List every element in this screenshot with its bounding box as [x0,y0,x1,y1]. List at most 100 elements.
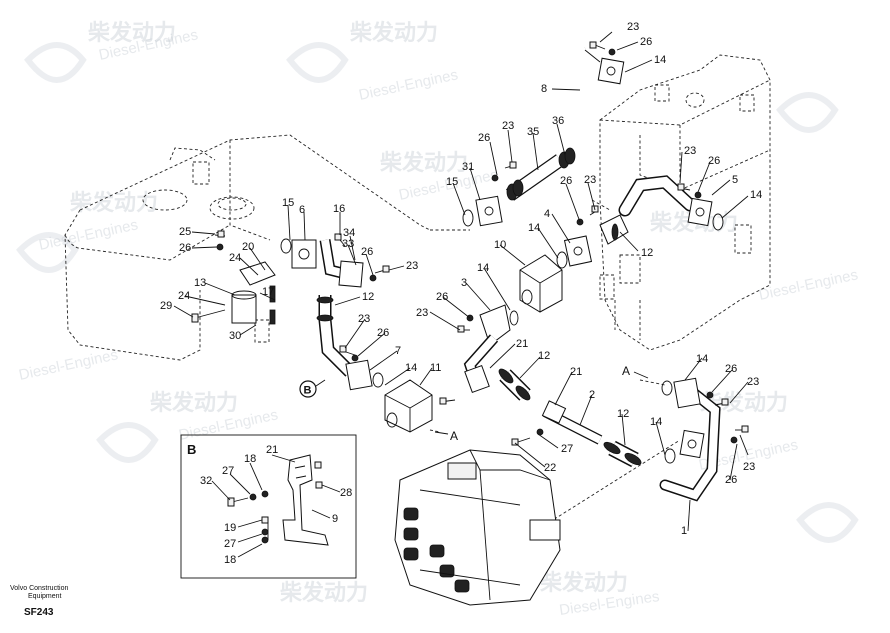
callout: 21 [266,444,278,456]
callout: 26 [560,175,572,187]
callout: 26 [179,242,191,254]
callout-numbers: 23 26 14 8 26 23 35 36 31 15 23 26 5 14 … [160,21,762,566]
watermark-sub: Diesel-Engines [757,266,859,304]
marker-b-label: B [304,385,312,397]
callout: 25 [179,226,191,238]
callout: 26 [377,327,389,339]
callout: 27 [561,443,573,455]
callout: 27 [222,465,234,477]
watermark-sub: Diesel-Engines [37,216,139,254]
callout: 31 [462,161,474,173]
callout: 15 [282,197,294,209]
watermark-brand: 柴发动力 [349,20,438,45]
callout: 23 [358,313,370,325]
callout: 26 [640,36,652,48]
callout: 23 [502,120,514,132]
callout: 20 [242,241,254,253]
hose-12-right [603,440,642,468]
watermark-logo-icon [16,42,859,543]
callout: 17 [262,286,274,298]
fitting-4 [556,235,593,269]
flange-6 [280,238,317,269]
inset-b: B [180,434,357,579]
filter-13 [231,261,276,325]
watermark-brand: 柴发动力 [87,20,176,45]
callout: 21 [570,366,582,378]
callout: 26 [725,474,737,486]
pipe-2 [541,400,603,445]
callout: 8 [541,83,547,95]
callout: 23 [743,461,755,473]
callout: 23 [627,21,639,33]
watermark-brand: 柴发动力 [279,580,368,605]
control-valve [394,449,561,606]
callout: 5 [732,174,738,186]
spool-caps [403,507,470,593]
hose-35 [505,147,576,201]
callout: 1 [681,525,687,537]
callout: 23 [416,307,428,319]
coupling-12a [599,214,629,245]
callout: 22 [544,462,556,474]
callout: 23 [684,145,696,157]
callout: 24 [229,252,241,264]
callout: 14 [750,189,762,201]
watermark-sub: Diesel-Engines [17,346,119,384]
callout: 12 [362,291,374,303]
watermark-sub: Diesel-Engines [357,66,459,104]
marker-a-right: A [622,364,630,378]
marker-b-circle [299,380,317,398]
hose-21-mid [498,368,531,401]
callout: 32 [200,475,212,487]
block-10 [519,254,563,313]
pipe-3 [463,304,519,394]
callout: 27 [224,538,236,550]
callout: 34 [343,227,355,239]
diagram-code: SF243 [24,607,54,618]
watermark-brand: 柴发动力 [379,150,468,175]
callout: 26 [478,132,490,144]
watermark-brand: 柴发动力 [539,570,628,595]
inset-label: B [187,442,196,457]
callout: 30 [229,330,241,342]
callout: 14 [528,222,540,234]
callout: 2 [589,389,595,401]
callout: 4 [544,208,550,220]
callout: 26 [708,155,720,167]
callout: 12 [617,408,629,420]
leader-dashes [429,199,681,526]
callout: 11 [430,362,441,374]
pipe-8 [563,47,625,167]
callout: 23 [406,260,418,272]
callout: 26 [436,291,448,303]
callout: 13 [194,277,206,289]
callout: 24 [178,290,190,302]
callout: 18 [224,554,236,566]
callout: 33 [342,238,354,250]
callout: 18 [244,453,256,465]
elbow-34 [319,239,364,288]
callout: 10 [494,239,506,251]
callout: 12 [641,247,653,259]
leader-lines [173,31,749,532]
block-11 [384,379,433,433]
callout: 19 [224,522,236,534]
callout: 16 [333,203,345,215]
callout: 14 [405,362,417,374]
callout: 6 [299,204,305,216]
callout: 26 [725,363,737,375]
watermark-brand: 柴发动力 [149,390,238,415]
watermark-brand: 柴发动力 [69,190,158,215]
callout: 7 [395,345,401,357]
callout: 26 [361,246,373,258]
publisher-line-1: Volvo Construction [10,585,69,592]
pipe-5 [618,175,724,231]
callout: 9 [332,513,338,525]
marker-a-lower: A [450,429,458,443]
callout: 3 [461,277,467,289]
callout: 14 [477,262,489,274]
callout: 35 [527,126,539,138]
pipe-1 [659,377,721,502]
callout: 23 [584,174,596,186]
